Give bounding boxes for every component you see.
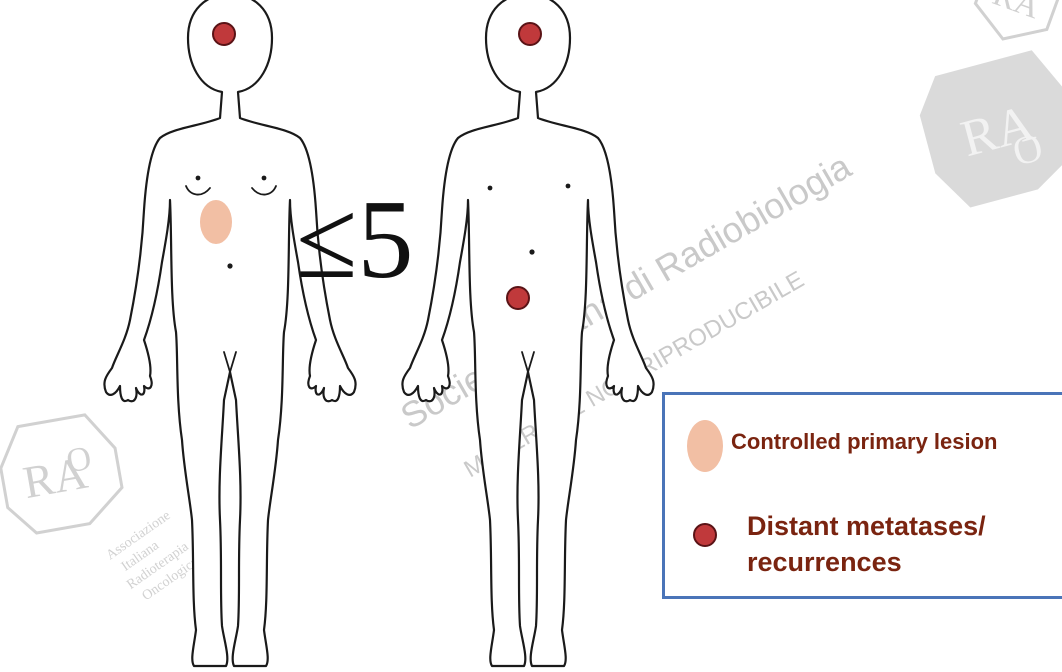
left-body-figure — [104, 0, 355, 666]
left-brain-metastasis-dot — [213, 23, 235, 45]
rao-logo-left: RA O — [0, 411, 127, 538]
comparison-symbol: ≤5 — [296, 185, 413, 295]
metastasis-swatch — [693, 523, 717, 547]
legend-box: Controlled primary lesion Distant metata… — [662, 392, 1062, 599]
legend-label-primary: Controlled primary lesion — [731, 429, 998, 455]
primary-lesion-swatch — [687, 420, 723, 472]
right-brain-metastasis-dot — [519, 23, 541, 45]
svg-text:O: O — [64, 440, 95, 481]
rao-logo-top-right: RA — [967, 0, 1062, 52]
rao-logo-left-caption: Associazione Italiana Radioterapia Oncol… — [104, 508, 205, 607]
right-body-figure — [402, 0, 653, 666]
legend-label-metastases-line1: Distant metatases/ — [747, 508, 986, 544]
rao-logo-right: RA O — [911, 44, 1062, 214]
left-primary-lesion-oval — [200, 200, 232, 244]
svg-text:RA: RA — [988, 0, 1045, 26]
legend-label-metastases: Distant metatases/ recurrences — [747, 508, 986, 580]
legend-label-metastases-line2: recurrences — [747, 544, 986, 580]
right-pelvic-metastasis-dot — [507, 287, 529, 309]
